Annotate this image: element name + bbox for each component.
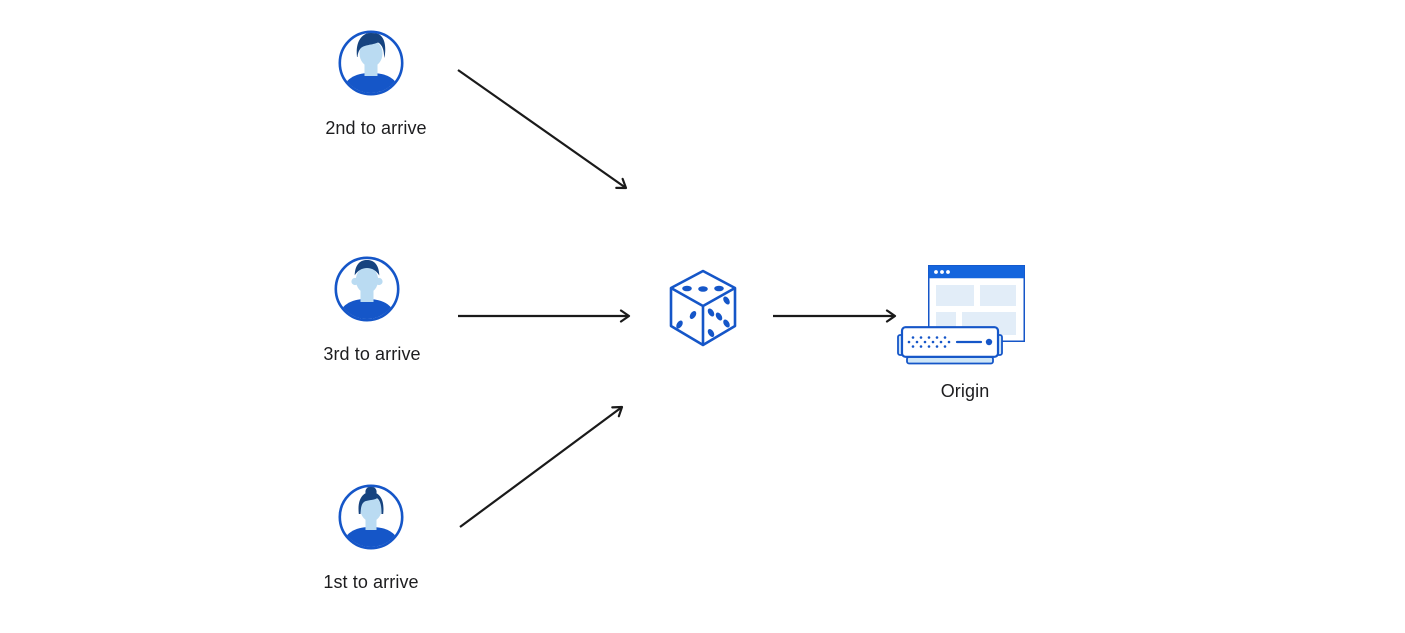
node-visitor-2nd bbox=[338, 30, 404, 96]
node-visitor-3rd bbox=[334, 256, 400, 322]
node-random-selector bbox=[666, 267, 740, 349]
label-visitor-2nd: 2nd to arrive bbox=[325, 118, 427, 138]
node-visitor-1st bbox=[338, 484, 404, 550]
label-origin: Origin bbox=[940, 381, 990, 401]
dice-icon bbox=[669, 269, 737, 347]
edge-arrow bbox=[459, 405, 624, 528]
origin-server-icon bbox=[897, 326, 1003, 365]
avatar-woman-bun-icon bbox=[338, 484, 404, 550]
server-vent-dots bbox=[907, 336, 951, 348]
avatar-man-swept-hair-icon bbox=[338, 30, 404, 96]
avatar-man-short-hair-icon bbox=[334, 256, 400, 322]
origin-server-unit bbox=[897, 326, 1003, 366]
label-visitor-1st: 1st to arrive bbox=[323, 572, 419, 592]
label-visitor-3rd: 3rd to arrive bbox=[323, 344, 421, 364]
edge-arrow bbox=[457, 69, 628, 190]
